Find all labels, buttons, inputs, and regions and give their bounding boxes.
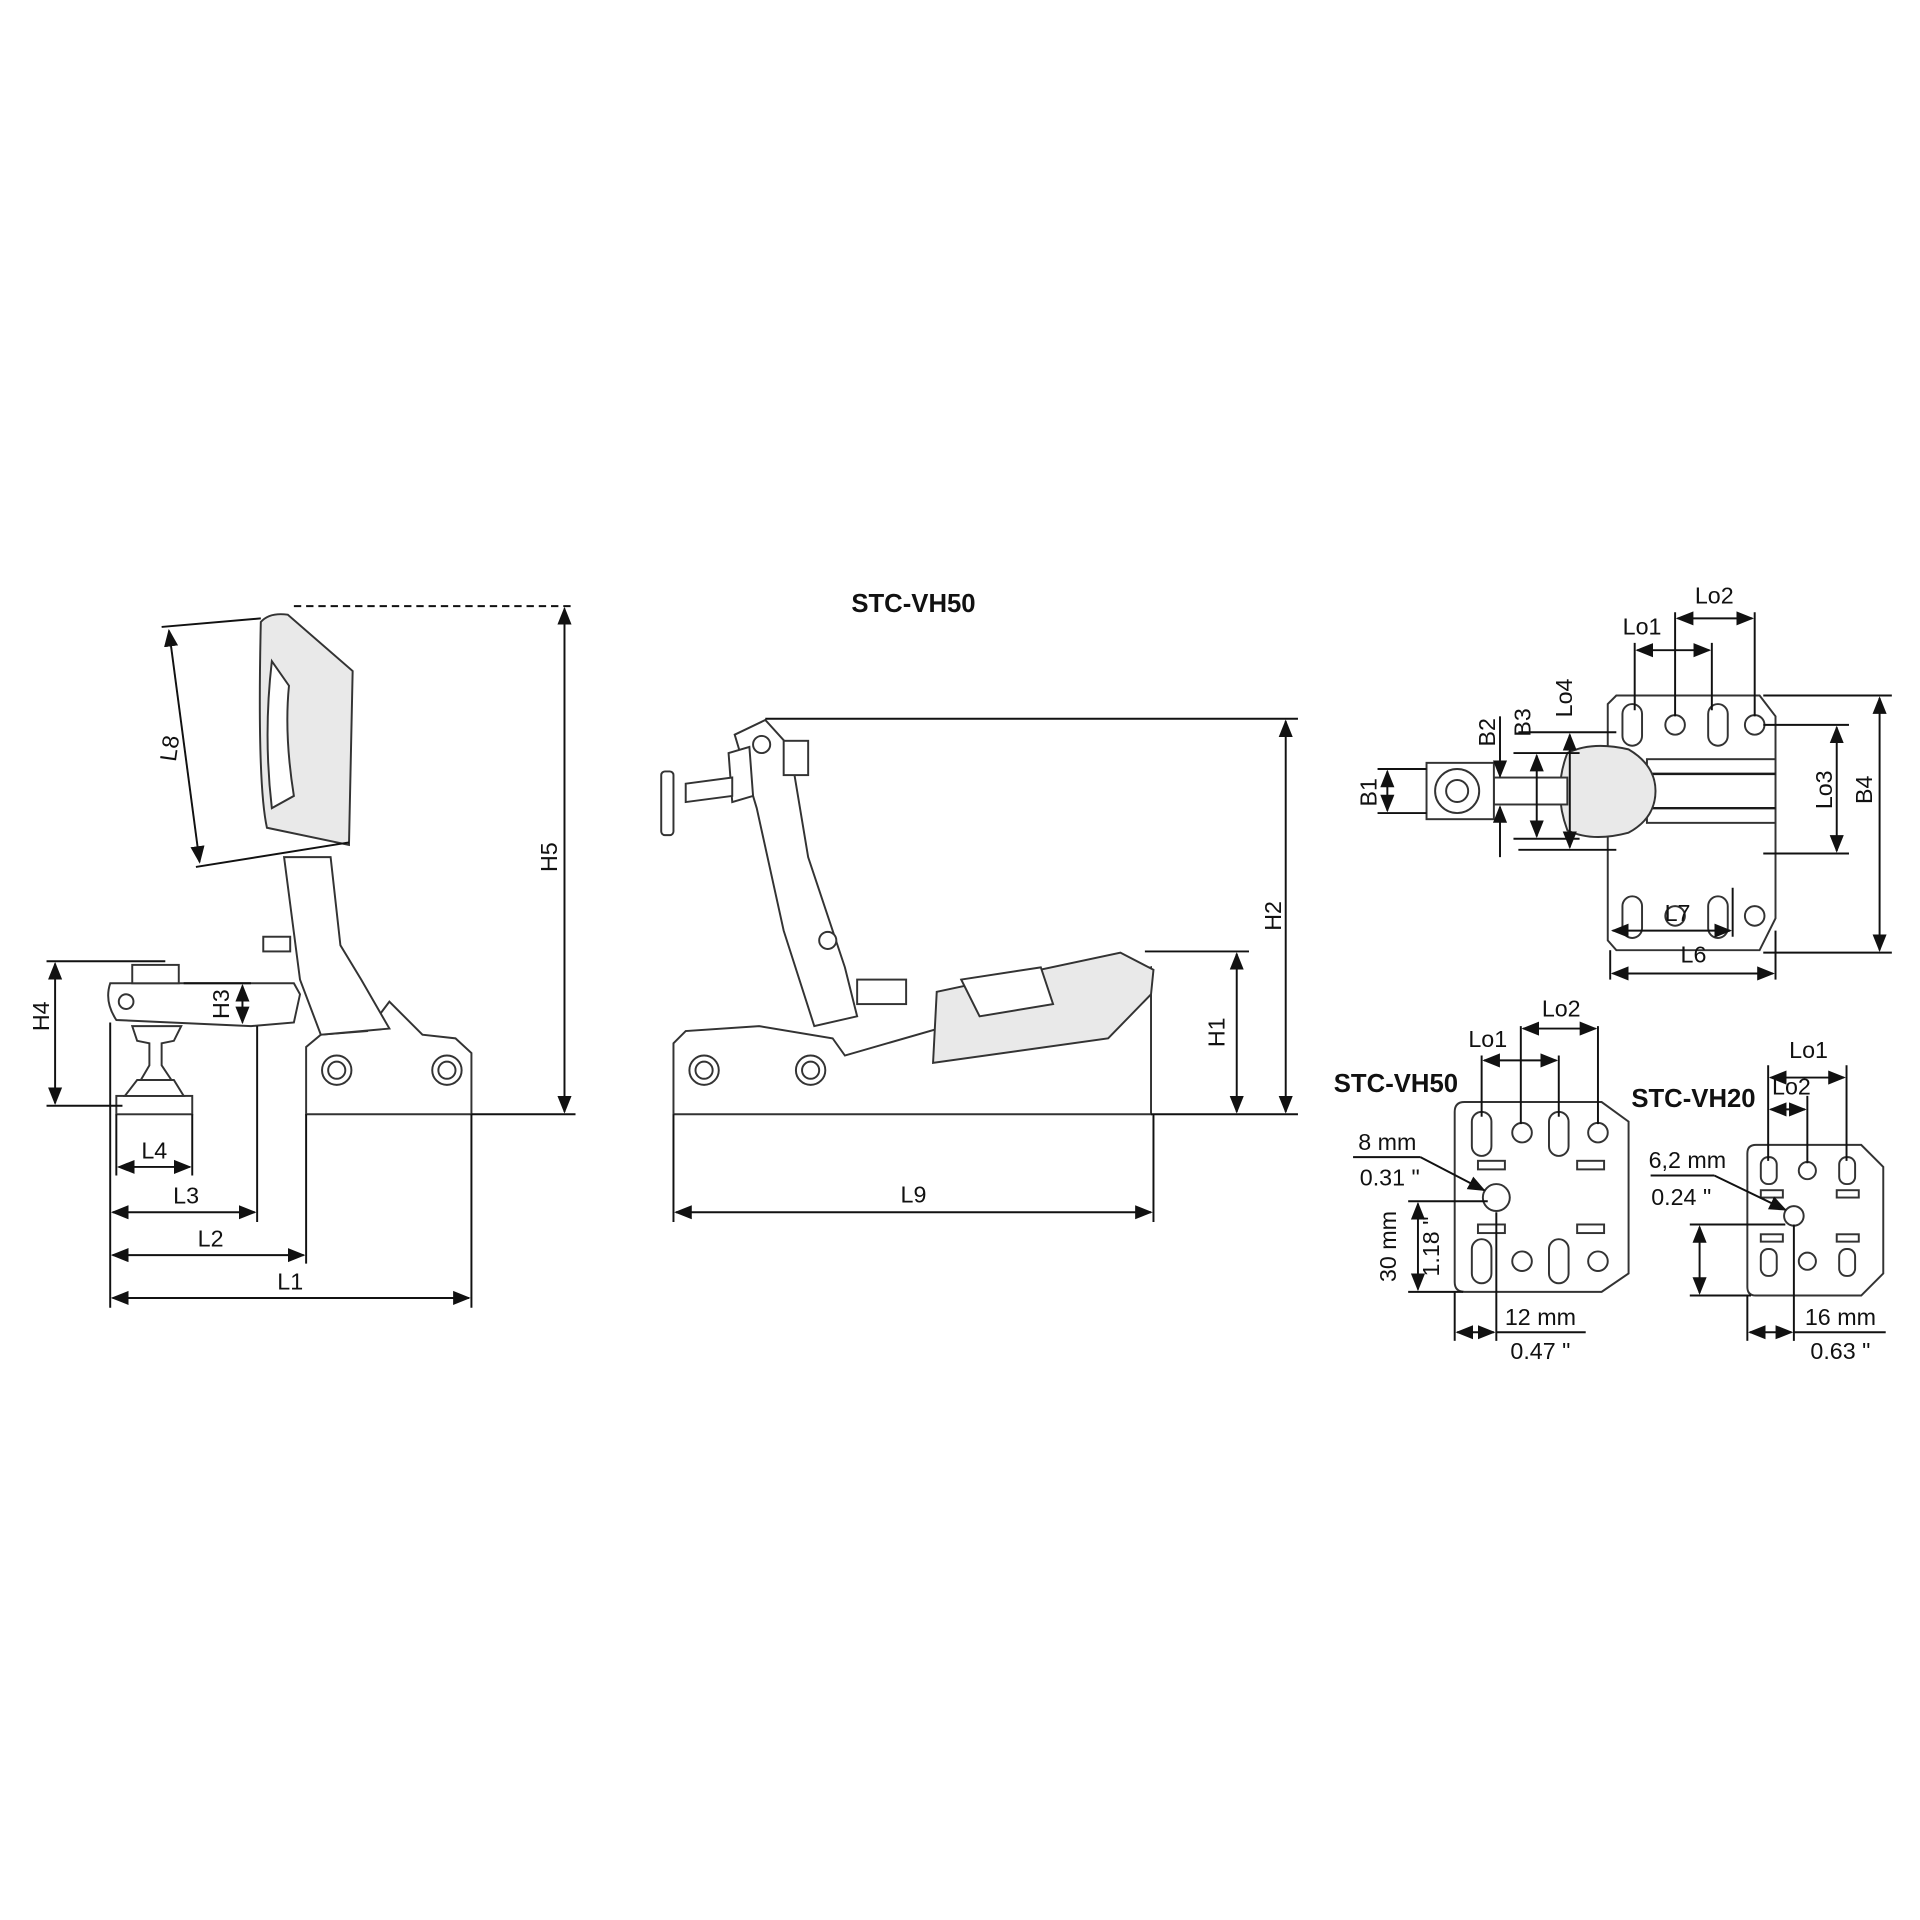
plate-vh50-dimensions: STC-VH50 Lo1 Lo2 8 mm 0.31 " 30 mm 1.18 … [1334,995,1599,1364]
dim-l8: L8 [155,734,184,763]
plate-vh50-vert-in: 1.18 " [1418,1217,1444,1277]
plate-vh20-hole-mm: 6,2 mm [1649,1147,1727,1173]
plate-vh20-horiz-in: 0.63 " [1810,1338,1870,1364]
side-view-dimensions: H5 L8 H4 H3 L4 L3 L2 L1 [28,605,576,1308]
plate-vh20-lo1: Lo1 [1789,1037,1828,1063]
dim-b3: B3 [1510,708,1536,736]
dim-b1: B1 [1355,778,1381,806]
dim-lo3: Lo3 [1811,770,1837,809]
dim-lo2: Lo2 [1695,583,1734,609]
plate-vh50-horiz-mm: 12 mm [1505,1304,1576,1330]
plate-vh20-hole-in: 0.24 " [1651,1184,1711,1210]
title: STC-VH50 [851,590,975,618]
dim-h2: H2 [1260,901,1286,931]
dim-l9: L9 [901,1181,927,1207]
side-view-clamp [107,613,473,1116]
dim-h5: H5 [536,842,562,872]
dim-l7: L7 [1665,900,1691,926]
top-view-clamp [1425,694,1777,952]
plate-vh50-lo1: Lo1 [1468,1026,1507,1052]
dim-b2: B2 [1474,718,1500,746]
plate-vh50-vert-mm: 30 mm [1375,1211,1401,1282]
plate-vh20-lo2: Lo2 [1772,1074,1811,1100]
dim-lo1: Lo1 [1623,613,1662,639]
dim-h4: H4 [28,1001,54,1031]
plate-vh20-horiz-mm: 16 mm [1805,1304,1876,1330]
dim-b4: B4 [1851,776,1877,805]
dim-lo4: Lo4 [1551,678,1577,717]
dim-l1: L1 [277,1268,303,1294]
plate-vh50-horiz-in: 0.47 " [1510,1338,1570,1364]
dim-l2: L2 [198,1226,224,1252]
plate-vh20-dimensions: STC-VH20 Lo1 Lo2 6,2 mm 0.24 " 16 mm 0.6… [1631,1037,1886,1364]
dim-h3: H3 [208,989,234,1019]
plate-vh50-hole-mm: 8 mm [1358,1129,1416,1155]
dim-h1: H1 [1203,1017,1229,1047]
dim-l6: L6 [1681,941,1707,967]
plate-vh50 [1453,1101,1630,1293]
plate-vh50-hole-in: 0.31 " [1360,1164,1420,1190]
open-view-clamp [660,718,1155,1116]
dim-l4: L4 [141,1137,167,1163]
plate-vh20 [1746,1143,1885,1297]
plate-vh50-model: STC-VH50 [1334,1070,1458,1098]
dim-l3: L3 [173,1183,199,1209]
plate-vh50-lo2: Lo2 [1542,995,1581,1021]
plate-vh20-model: STC-VH20 [1631,1085,1755,1113]
top-view-dimensions: Lo1 Lo2 B4 Lo3 L7 L6 Lo4 B3 B2 B1 [1355,583,1892,981]
open-view-dimensions: H2 H1 L9 [672,717,1298,1223]
